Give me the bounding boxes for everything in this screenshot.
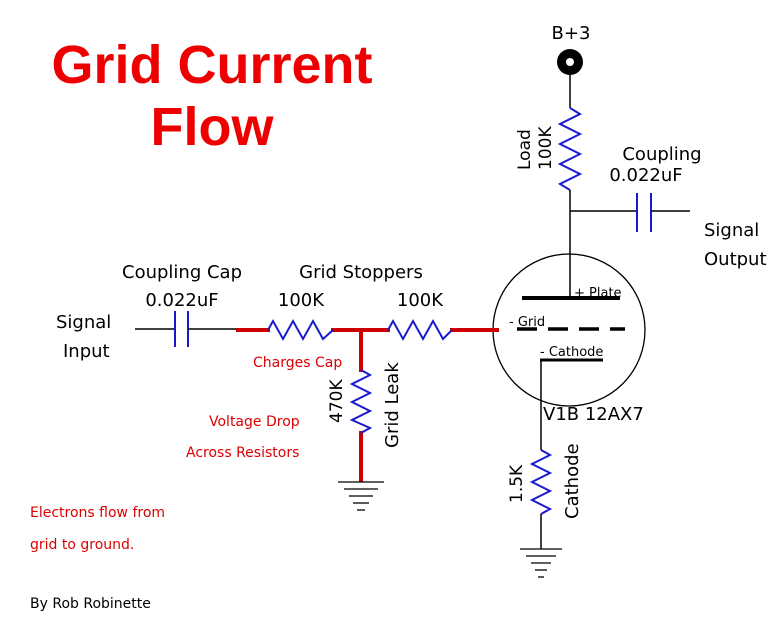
grid-pin-label: - Grid [509,315,545,330]
load-value: 100K [536,126,556,170]
bplus-label: B+3 [552,23,591,44]
plate-label: + Plate [574,286,622,301]
credit: By Rob Robinette [30,596,151,612]
coupling-in-value: 0.022uF [145,290,218,311]
voltage-drop-note-1: Voltage Drop [209,414,300,430]
grid-stoppers-label: Grid Stoppers [299,262,423,283]
grid-stopper-2 [387,318,453,342]
grid-leak-label: Grid Leak [382,362,403,448]
signal-input-line-2: Input [63,341,110,362]
coupling-out-label: Coupling [622,144,701,165]
bplus-terminal [557,49,583,75]
grid-leak-ground-icon [338,481,384,511]
cathode-res-label: Cathode [562,443,583,519]
load-resistor [557,107,583,191]
coupling-in-label: Coupling Cap [122,262,242,283]
charges-cap-note: Charges Cap [253,355,342,371]
signal-output-line-1: Signal [704,220,759,241]
cathode-ground-icon [520,548,562,578]
signal-output-line-2: Output [704,249,767,270]
grid-stopper-1 [267,318,334,342]
coupling-out-value: 0.022uF [609,165,682,186]
grid-leak-resistor [349,369,373,434]
stopper2-value: 100K [397,290,444,311]
grid-leak-value: 470K [327,379,347,423]
electrons-note-1: Electrons flow from [30,505,165,521]
cathode-resistor [529,449,553,515]
voltage-drop-note-2: Across Resistors [186,445,299,461]
load-label: Load [515,129,535,170]
electrons-note-2: grid to ground. [30,537,134,553]
title-line-1: Grid Current [51,35,372,95]
grid-current-path [236,328,499,482]
title-line-2: Flow [151,97,275,157]
stopper1-value: 100K [278,290,325,311]
tube-label: V1B 12AX7 [543,404,644,425]
cathode-pin-label: - Cathode [540,345,603,360]
cathode-res-value: 1.5K [507,464,527,503]
signal-input-line-1: Signal [56,312,111,333]
